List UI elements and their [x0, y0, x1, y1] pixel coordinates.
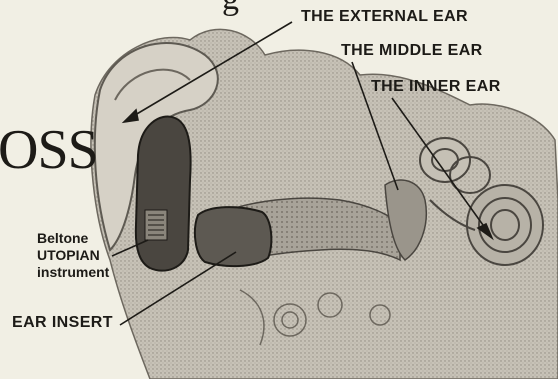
ear-insert-shape	[195, 207, 271, 266]
label-external-ear: THE EXTERNAL EAR	[301, 8, 468, 26]
label-ear-insert: EAR INSERT	[12, 314, 113, 332]
label-instrument-line1: Beltone	[37, 230, 88, 246]
label-middle-ear: THE MIDDLE EAR	[341, 42, 483, 60]
partial-heading-left: OSS	[0, 118, 98, 182]
label-inner-ear: THE INNER EAR	[371, 78, 501, 96]
label-instrument-line2: UTOPIAN	[37, 247, 100, 263]
partial-heading-top: g	[222, 0, 239, 18]
hearing-instrument	[136, 117, 191, 271]
label-instrument-line3: instrument	[37, 264, 109, 280]
